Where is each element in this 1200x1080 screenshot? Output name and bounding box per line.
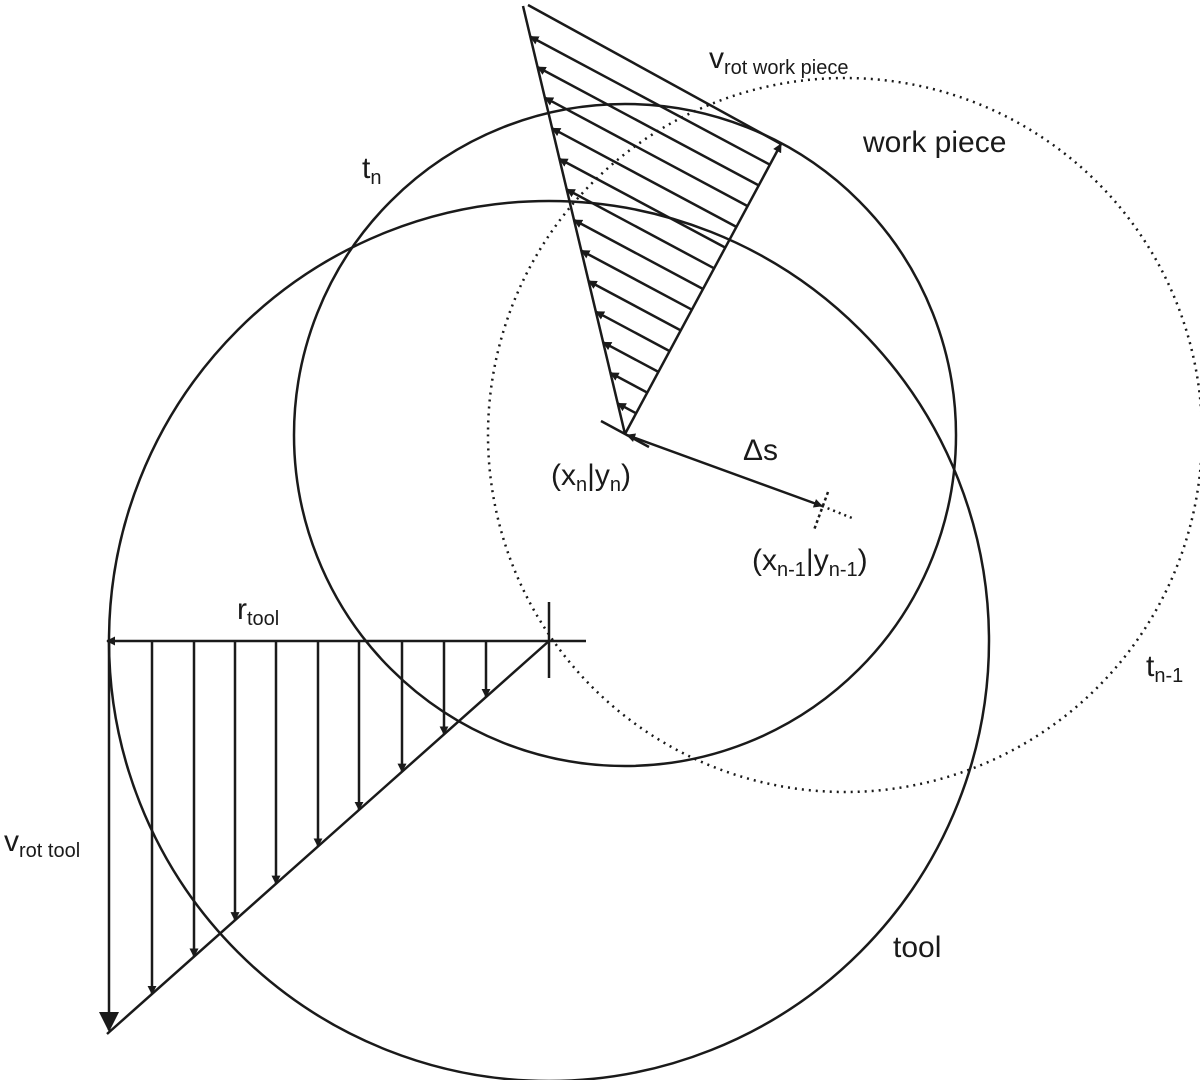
tool-velocity-arrows: [99, 641, 491, 1032]
center-tick-n: [600, 419, 650, 449]
label-t-n-base: t: [362, 152, 371, 185]
label-t-n: tn: [362, 152, 381, 189]
label-v-rot-work-piece: vrot work piece: [709, 42, 849, 79]
label-t-n-sub: n: [370, 167, 381, 189]
label-t-n-minus-1-sub: n-1: [1154, 665, 1183, 687]
label-tool: tool: [893, 931, 941, 964]
tool-velocity-distribution: [99, 602, 586, 1035]
work-piece-circle: [292, 102, 958, 768]
work-piece-velocity-arrow: [544, 96, 749, 208]
work-piece-velocity-arrow: [602, 341, 659, 374]
label-position-n-minus-1-mid: |y: [806, 544, 829, 577]
label-r-tool: rtool: [237, 593, 279, 630]
label-v-rot-work-piece-sub: rot work piece: [724, 57, 849, 79]
work-piece-previous-position-circle: [486, 76, 1200, 794]
center-tick-n-minus-1: [812, 491, 830, 531]
delta-s-dotted-extension: [821, 504, 853, 520]
label-v-rot-work-piece-base: v: [709, 42, 724, 75]
label-delta-s: Δs: [743, 434, 778, 467]
label-position-n-sub1: n: [576, 474, 587, 496]
work-piece-velocity-arrow: [609, 371, 648, 394]
label-position-n-open: (x: [551, 459, 576, 492]
tool-velocity-hypotenuse: [106, 640, 550, 1035]
label-v-rot-tool: vrot tool: [4, 825, 80, 862]
work-piece-velocity-arrow: [529, 35, 771, 166]
label-position-n-minus-1-sub1: n-1: [777, 559, 806, 581]
label-t-n-minus-1-base: t: [1146, 650, 1155, 683]
work-piece-velocity-distribution: [521, 3, 783, 449]
work-piece-velocity-envelope: [527, 3, 782, 146]
work-piece-velocity-arrow: [580, 249, 693, 311]
label-position-n-minus-1-open: (x: [752, 544, 777, 577]
work-piece-velocity-arrows: [529, 35, 771, 415]
work-piece-velocity-arrow: [616, 402, 637, 415]
label-r-tool-base: r: [237, 593, 247, 626]
label-position-n: (xn|yn): [551, 459, 631, 496]
work-piece-velocity-arrow: [565, 188, 715, 270]
label-position-n-mid: |y: [587, 459, 610, 492]
label-position-n-minus-1: (xn-1|yn-1): [752, 544, 868, 581]
work-piece-velocity-arrow: [536, 65, 760, 187]
delta-s-arrow: [626, 433, 823, 508]
work-piece-velocity-arrow: [573, 218, 704, 291]
label-v-rot-tool-base: v: [4, 825, 19, 858]
label-position-n-minus-1-close: ): [858, 544, 868, 577]
work-piece-velocity-arrow: [587, 279, 682, 332]
work-piece-velocity-arrow: [595, 310, 671, 353]
label-t-n-minus-1: tn-1: [1146, 650, 1183, 687]
label-position-n-minus-1-sub2: n-1: [829, 559, 858, 581]
work-piece-velocity-arrow: [551, 127, 737, 229]
label-position-n-sub2: n: [610, 474, 621, 496]
label-position-n-close: ): [621, 459, 631, 492]
label-v-rot-tool-sub: rot tool: [19, 840, 80, 862]
label-work-piece: work piece: [862, 126, 1006, 159]
label-r-tool-sub: tool: [247, 608, 279, 630]
displacement-indicator: [626, 433, 853, 531]
work-piece-velocity-arrow: [558, 157, 726, 249]
